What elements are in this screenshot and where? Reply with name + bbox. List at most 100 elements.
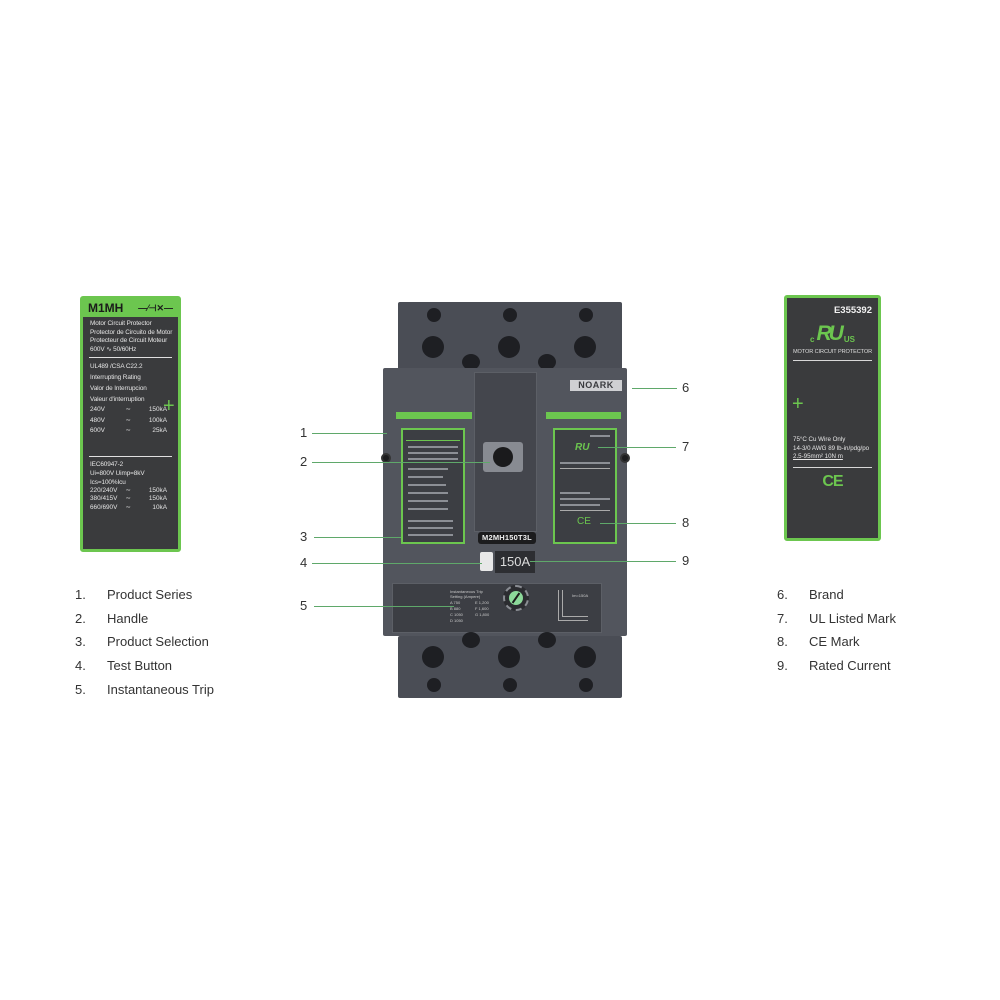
callout-line [314, 606, 454, 607]
product-selection-label [401, 428, 465, 544]
divider [560, 510, 610, 511]
ul-rating-row: 600V ∼ 25kA [83, 426, 178, 437]
legend-num: 8. [777, 634, 788, 650]
terminal-hole [498, 336, 520, 358]
circuit-breaker: NOARK RU CE M2MH150T3L 150A [370, 302, 640, 698]
callout-number: 4 [300, 555, 308, 570]
legend-num: 3. [75, 634, 86, 650]
legend-label: Brand [809, 587, 844, 602]
wire-spec-line: 2.5-95mm² 10N m [793, 453, 843, 460]
legend-item: 6. Brand [777, 583, 896, 607]
iec-line: Ui=800V Uimp=8kV [90, 469, 145, 477]
rating-value: 150kA [148, 495, 167, 503]
legend-num: 6. [777, 587, 788, 602]
trip-curve [562, 590, 563, 616]
ul-logo: RU [816, 322, 843, 345]
legend-item: 9.Rated Current [777, 654, 896, 678]
iec-rating-row: 220/240V ∼ 150kA [83, 487, 178, 496]
ul-c: c [810, 335, 815, 344]
ul-standard: UL489 /CSA C22.2 [90, 363, 143, 371]
legend-label: Instantaneous Trip [107, 681, 214, 697]
mini-text-line [408, 458, 458, 460]
ac-icon: ∼ [125, 406, 131, 414]
iec-standard: IEC60947-2 [90, 460, 124, 468]
mini-text-line [408, 476, 443, 478]
trip-setting: C 1050 [450, 612, 463, 617]
terminal-hole [503, 678, 517, 692]
description-line: 600V ∿ 50/60Hz [90, 345, 137, 353]
callout-number: 8 [682, 515, 690, 530]
test-button[interactable] [480, 552, 493, 571]
handle[interactable] [483, 442, 523, 472]
terminal-hole [574, 336, 596, 358]
legend-label: CE Mark [809, 634, 860, 650]
ac-icon: ∼ [125, 416, 131, 424]
callout-line [598, 447, 676, 448]
ul-rating-row: 480V ∼ 100kA [83, 416, 178, 427]
legend-item: 1.Product Series [75, 583, 214, 607]
mini-text-line [560, 492, 590, 494]
description-line: Motor Circuit Protector [90, 320, 152, 327]
screw [620, 453, 630, 463]
mini-text-line [560, 462, 610, 464]
dial-slot [511, 592, 521, 604]
rating-value: 150kA [148, 406, 167, 414]
terminal-hole [574, 646, 596, 668]
trip-setting: D 1050 [450, 618, 463, 623]
legend-label: Rated Current [809, 658, 891, 674]
ul-ce-label: RU CE [553, 428, 617, 544]
legend-item: 2.Handle [75, 607, 214, 631]
divider [89, 357, 172, 359]
callout-number: 9 [682, 553, 690, 568]
ul-mark-icon: c RU US [787, 322, 878, 345]
voltage: 480V [90, 416, 105, 424]
trip-curve-axis [558, 620, 588, 621]
wire-spec-line: 14-3/0 AWG 89 lb-in/pdg/po [793, 444, 870, 452]
plus-icon: + [163, 395, 175, 417]
trip-curve [562, 616, 588, 617]
terminal-hole [538, 354, 556, 370]
legend-num: 7. [777, 610, 788, 626]
iec-rating-row: 660/690V ∼ 10kA [83, 504, 178, 513]
ce-mark-icon: CE [822, 472, 843, 490]
description-line: Protector de Circuito de Motor [90, 328, 173, 336]
brand-badge: NOARK [570, 380, 622, 391]
legend-num: 1. [75, 587, 86, 602]
green-stripe [396, 412, 472, 419]
legend-item: 3.Product Selection [75, 630, 214, 654]
handle-hole [493, 447, 513, 467]
series-name: M1MH [88, 301, 124, 315]
legend-label: Test Button [107, 658, 173, 674]
ul-us: US [843, 335, 855, 344]
mini-text-line [408, 508, 448, 510]
wire-spec-line: 75°C Cu Wire Only [793, 436, 846, 443]
divider [793, 466, 872, 468]
legend-label: Handle [107, 610, 149, 626]
mini-text-line [560, 504, 600, 506]
ac-icon: ∼ [125, 427, 131, 435]
trip-setting: G 1,800 [475, 612, 490, 617]
terminal-hole [462, 354, 480, 370]
mini-text-line [408, 446, 458, 448]
iec-line: Ics=100%Icu [90, 478, 126, 486]
callout-number: 1 [300, 425, 308, 440]
dial-knob [509, 591, 523, 605]
mini-ul-icon: RU [575, 442, 590, 453]
iec-rating-row: 380/415V ∼ 150kA [83, 495, 178, 504]
terminal-hole [503, 308, 517, 322]
legend-item: 5.Instantaneous Trip [75, 678, 214, 702]
trip-title: Instantaneous Trip [450, 589, 483, 594]
trip-adjust-dial[interactable] [503, 585, 529, 611]
mini-ce-icon: CE [577, 516, 591, 527]
mini-text-line [590, 435, 610, 437]
terminal-hole [422, 646, 444, 668]
rating-value: 100kA [148, 416, 167, 424]
mini-text-line [560, 498, 610, 500]
callout-number: 2 [300, 454, 308, 469]
legend-right: 6.Brand 7.UL Listed Mark 8.CE Mark 9.Rat… [777, 583, 896, 678]
mini-text-line [408, 452, 458, 454]
rating-line: Valor de Interrupcion [90, 385, 147, 393]
legend-left: 1.Product Series 2.Handle 3.Product Sele… [75, 583, 214, 701]
terminal-hole [579, 308, 593, 322]
callout-line [314, 537, 401, 538]
